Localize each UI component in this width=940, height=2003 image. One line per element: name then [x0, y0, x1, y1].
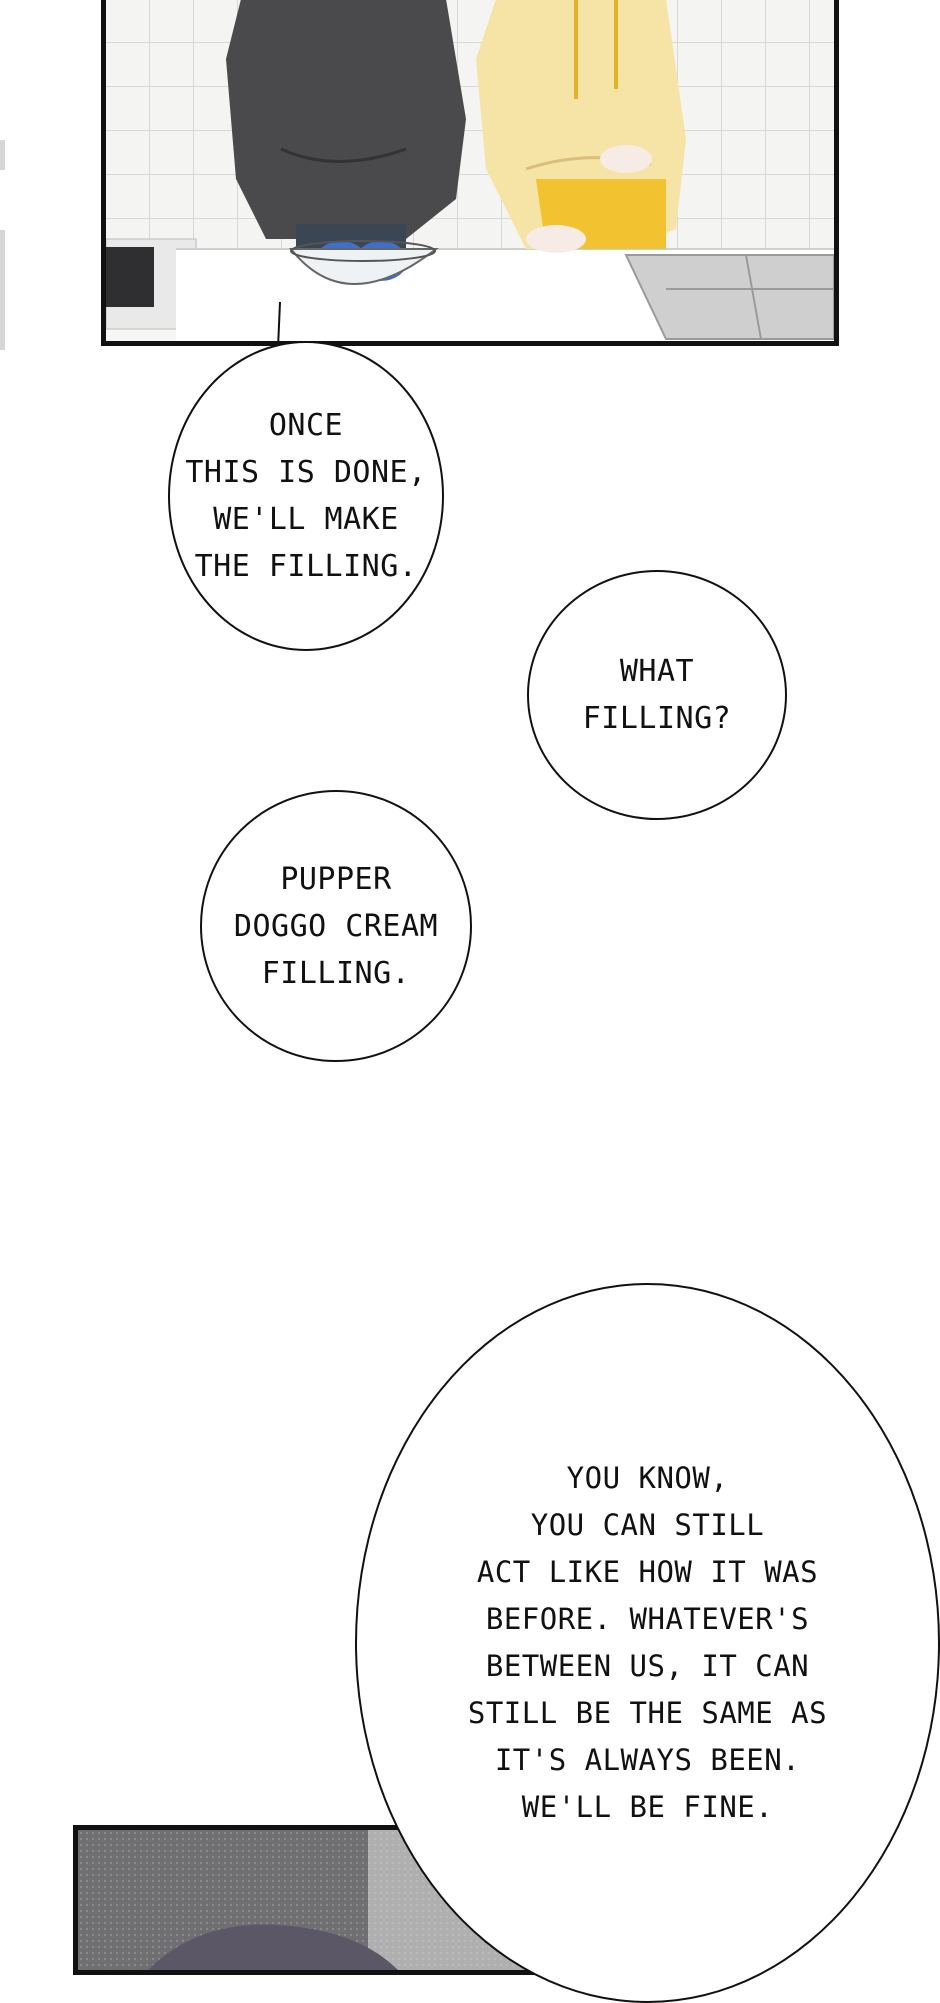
- speech-line: YOU KNOW,: [566, 1461, 729, 1495]
- speech-bubble-cream-filling: PUPPER DOGGO CREAM FILLING.: [200, 790, 472, 1062]
- hand: [526, 225, 586, 253]
- edge-mark: [0, 230, 5, 350]
- speech-line: PUPPER: [280, 861, 392, 897]
- speech-line: BEFORE. WHATEVER'S: [485, 1602, 810, 1636]
- speech-bubble-filling-plan: ONCE THIS IS DONE, WE'LL MAKE THE FILLIN…: [168, 341, 444, 651]
- person-yellow-hoodie: [476, 0, 686, 253]
- speech-line: BETWEEN US, IT CAN: [485, 1649, 810, 1683]
- tiled-wall: [106, 0, 834, 259]
- speech-line: IT'S ALWAYS BEEN.: [494, 1743, 801, 1777]
- speech-line: WHAT: [619, 654, 695, 689]
- speech-line: WE'LL MAKE: [213, 502, 399, 537]
- speech-line: DOGGO CREAM: [233, 908, 439, 944]
- stove-burner: [106, 247, 154, 307]
- speech-line: ONCE: [268, 408, 344, 443]
- bubble-tail: [277, 301, 281, 349]
- speech-line: ACT LIKE HOW IT WAS: [476, 1555, 819, 1589]
- hand: [600, 145, 652, 173]
- speech-bubble-what-filling: WHAT FILLING?: [527, 570, 787, 820]
- speech-line: WE'LL BE FINE.: [521, 1790, 774, 1824]
- speech-bubble-we-will-be-fine: YOU KNOW, YOU CAN STILL ACT LIKE HOW IT …: [355, 1283, 940, 2003]
- speech-line: YOU CAN STILL: [530, 1508, 765, 1542]
- speech-line: THE FILLING.: [194, 549, 418, 584]
- sink: [624, 254, 834, 340]
- kitchen-illustration: [106, 0, 834, 341]
- speech-line: FILLING?: [582, 701, 732, 736]
- speech-line: THIS IS DONE,: [185, 455, 427, 490]
- speech-line: FILLING.: [261, 955, 411, 991]
- person-dark-sweater: [226, 0, 466, 285]
- edge-mark: [0, 140, 5, 170]
- kitchen-panel: [101, 0, 839, 346]
- speech-line: STILL BE THE SAME AS: [467, 1696, 828, 1730]
